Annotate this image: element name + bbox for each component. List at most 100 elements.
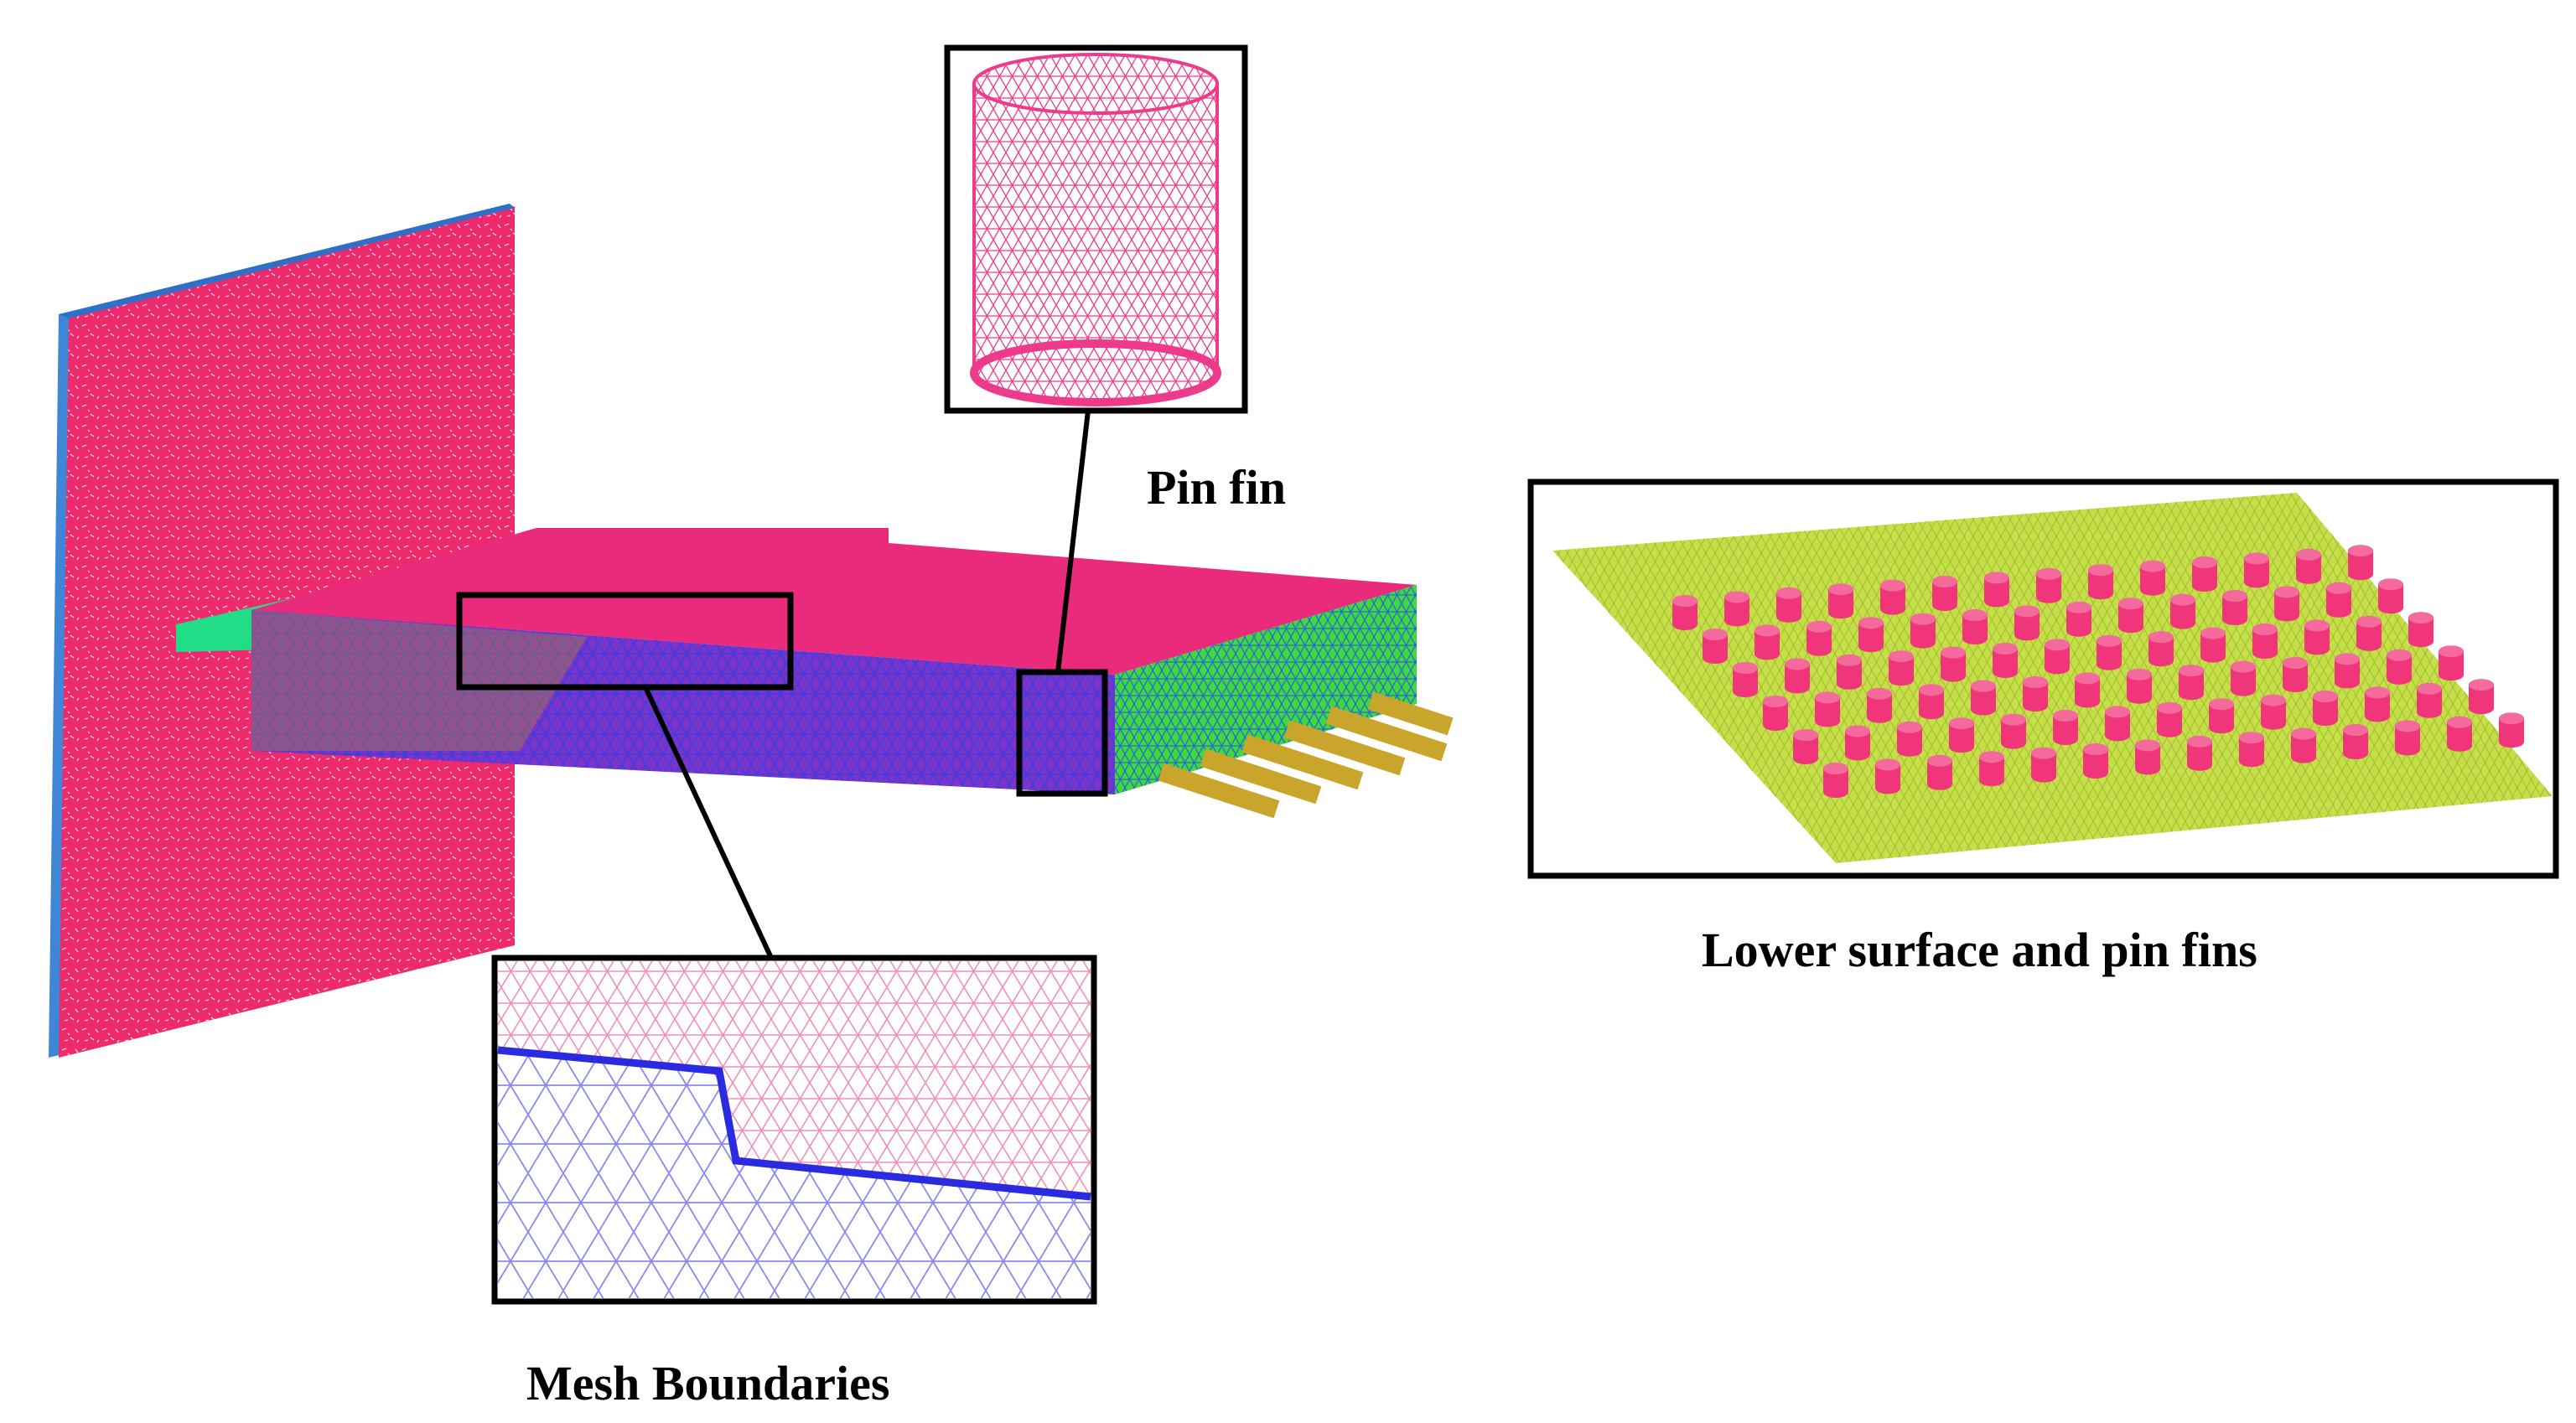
pin-fin — [1927, 754, 1952, 790]
pin-fin — [2231, 660, 2256, 696]
pin-fin — [2014, 605, 2040, 641]
pin-fin — [2291, 727, 2316, 763]
pin-fin — [2343, 724, 2368, 759]
pin-fin — [2192, 556, 2217, 592]
pin-fin — [1971, 680, 1996, 716]
pin-fin — [1763, 696, 1788, 731]
pin-fin — [2187, 735, 2212, 771]
pin-fin — [1845, 725, 1870, 761]
pin-fin — [2395, 720, 2420, 756]
pin-fin — [2348, 545, 2373, 581]
heat-sink-box — [251, 528, 1417, 794]
mesh-boundaries-inset — [491, 955, 1097, 1305]
pin-fin — [1815, 691, 1840, 727]
pin-fin — [2313, 691, 2338, 726]
pin-fin-caption: Pin fin — [1147, 460, 1286, 515]
pin-fin — [1875, 758, 1900, 794]
pin-fin — [2118, 598, 2143, 634]
pin-fin — [2304, 619, 2330, 655]
pin-fin — [2157, 701, 2182, 737]
pin-fin — [2244, 552, 2269, 588]
lower-surface-caption: Lower surface and pin fins — [1702, 923, 2257, 977]
front-side-left-tint — [251, 610, 587, 751]
pin-fin — [1919, 684, 1944, 720]
pin-fin — [1993, 643, 2018, 678]
pin-fin — [1949, 717, 1974, 753]
pin-fin — [2439, 645, 2464, 681]
front-side — [251, 610, 1115, 794]
pin-fin — [2335, 653, 2360, 689]
mesh-boundary-highlight-box — [456, 592, 794, 691]
pin-fin — [2239, 732, 2264, 768]
pin-fin — [2001, 713, 2026, 749]
pin-fin — [1828, 583, 1853, 619]
pin-fin — [1703, 629, 1728, 664]
pin-fin — [2252, 624, 2278, 659]
pin-fin — [2447, 716, 2472, 752]
pin-fin — [2499, 712, 2524, 748]
pin-fin — [2222, 590, 2247, 625]
pin-fin — [1724, 591, 1749, 627]
pin-fin — [1806, 620, 1832, 656]
pin-fin — [2105, 706, 2130, 742]
pin-fin — [2274, 586, 2299, 622]
pin-fin — [2326, 582, 2351, 618]
pin-fin — [2387, 649, 2412, 685]
pin-fin — [1858, 617, 1884, 653]
pin-fin — [2283, 657, 2308, 692]
pin-fin-leader-line — [1055, 410, 1091, 673]
pin-fin — [2469, 679, 2494, 715]
pin-fin — [2179, 665, 2204, 701]
pin-fin — [2135, 739, 2160, 775]
pin-fin — [1962, 609, 1988, 644]
pin-fin — [1910, 613, 1936, 649]
pin-fin — [1979, 751, 2004, 787]
pin-fin — [2088, 564, 2113, 600]
pin-fin — [1984, 572, 2009, 608]
pin-fin — [1932, 576, 1957, 611]
pin-fin-highlight-box — [1016, 669, 1108, 797]
pin-fin — [2127, 668, 2152, 704]
pin-fin — [1880, 579, 1905, 615]
pin-fin — [1776, 587, 1801, 623]
pin-fin — [2261, 694, 2286, 730]
pin-fin — [2053, 710, 2078, 745]
outlet-tubes — [1158, 691, 1454, 819]
pin-fin — [2200, 627, 2226, 663]
pin-fin — [1867, 687, 1892, 723]
pin-fin — [2083, 743, 2108, 779]
pin-fin — [2023, 676, 2048, 712]
pin-fin — [2140, 560, 2165, 596]
mesh-boundaries-caption: Mesh Boundaries — [526, 1356, 890, 1410]
pin-fin — [2066, 601, 2091, 637]
end-side — [1115, 585, 1417, 794]
mesh-boundary-leader-line — [643, 686, 774, 960]
pin-fin — [1823, 763, 1848, 798]
pin-fin — [2209, 698, 2234, 734]
pin-fin — [1672, 595, 1697, 630]
pin-fin — [2417, 682, 2442, 718]
pin-fin — [1733, 662, 1758, 697]
pin-fin — [1941, 646, 1966, 682]
pin-fin — [2356, 615, 2382, 651]
pin-fin — [2036, 567, 2061, 603]
lower-surface-inset — [1527, 479, 2559, 879]
pin-fin — [2075, 672, 2100, 708]
pin-fin — [2031, 747, 2056, 783]
pin-fin — [2170, 593, 2195, 629]
pin-fin — [1897, 721, 1922, 757]
pin-fin — [1754, 624, 1780, 660]
lower-surface-plate — [1552, 493, 2553, 863]
pin-fin — [1785, 658, 1810, 694]
top-surface — [251, 528, 1417, 675]
pin-fin-inset — [944, 44, 1248, 414]
pin-fin — [2097, 634, 2122, 670]
pin-fin — [1793, 729, 1818, 764]
pin-fin — [2296, 548, 2321, 584]
pin-fin — [2408, 612, 2433, 648]
pin-fin — [2148, 631, 2174, 667]
pin-fin — [1889, 650, 1914, 686]
pin-fin — [2365, 686, 2390, 722]
